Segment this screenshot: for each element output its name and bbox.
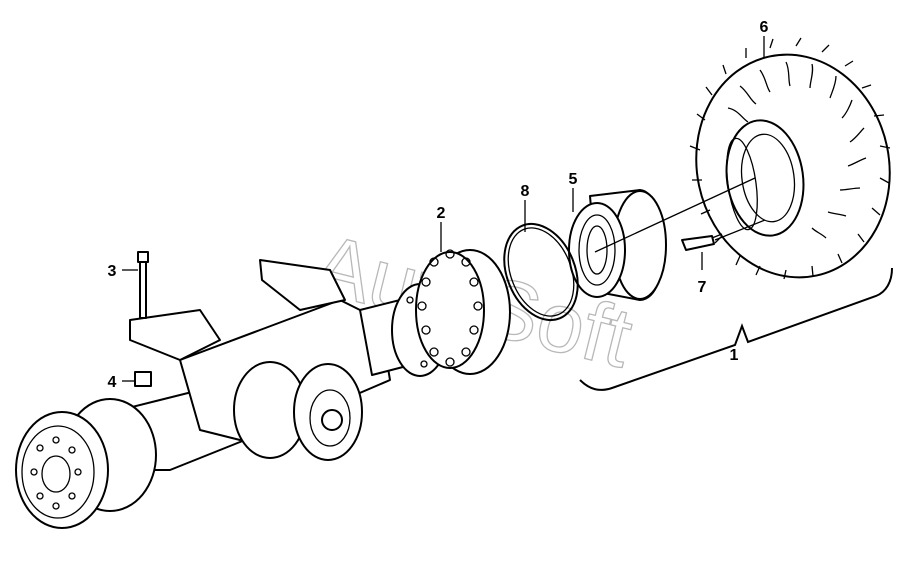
callout-1: 1: [730, 347, 739, 364]
bolt-drawing: [137, 251, 149, 319]
callout-4: 4: [108, 374, 117, 391]
callout-7: 7: [698, 279, 707, 296]
leader-lines: [122, 36, 893, 391]
callout-3: 3: [108, 263, 117, 280]
wheel-rim-drawing: [568, 189, 667, 301]
axle-drawing: [15, 259, 449, 529]
tire-drawing: [689, 37, 891, 280]
callout-6: 6: [760, 19, 769, 36]
o-ring-drawing: [503, 222, 579, 322]
callout-2: 2: [437, 205, 446, 222]
callout-5: 5: [569, 171, 578, 188]
callout-labels: 1 2 3 4 5 6 7 8: [108, 19, 769, 391]
valve-drawing: [681, 233, 723, 251]
callout-8: 8: [521, 183, 530, 200]
planetary-hub-drawing: [415, 249, 511, 375]
nut-drawing: [134, 371, 152, 387]
